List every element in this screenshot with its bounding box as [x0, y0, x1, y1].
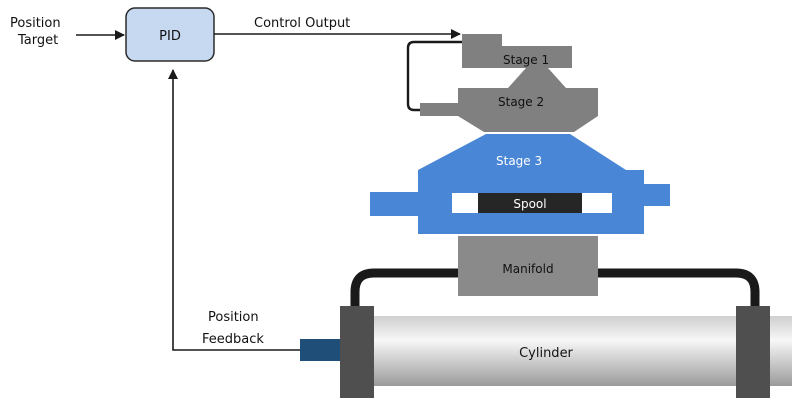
spool: [478, 193, 582, 213]
feedback-arrow: [168, 69, 300, 351]
cylinder-barrel: [370, 316, 792, 386]
pilot-loop-line: [406, 40, 462, 112]
cylinder-label: Cylinder: [519, 346, 573, 361]
position-sensor: [300, 339, 340, 361]
stage3-label: Stage 3: [496, 154, 542, 168]
manifold-label: Manifold: [502, 262, 553, 276]
cylinder-right-end-cap: [736, 306, 770, 398]
stage2-lower-taper: [458, 116, 598, 132]
spool-label: Spool: [513, 197, 546, 211]
stage3-left-port: [370, 192, 420, 216]
cylinder-left-end-cap: [340, 306, 374, 398]
control-output-label: Control Output: [254, 16, 350, 31]
position-feedback-label: Position Feedback: [202, 310, 264, 347]
hydraulic-line-right: [598, 268, 760, 310]
manifold: [458, 236, 598, 296]
hydraulic-line-left: [350, 268, 458, 310]
stage1-label: Stage 1: [503, 53, 549, 67]
stage1-stage2-neck: [508, 68, 566, 88]
stage2-label: Stage 2: [498, 95, 544, 109]
stage3-right-port: [642, 184, 670, 206]
stage1-body: [462, 46, 572, 68]
position-target-label: Position Target: [10, 16, 65, 48]
pid-label: PID: [159, 29, 181, 44]
stage2-body: [458, 88, 598, 116]
stage3-upper-taper: [418, 134, 626, 170]
stage2-side-port: [420, 103, 460, 116]
